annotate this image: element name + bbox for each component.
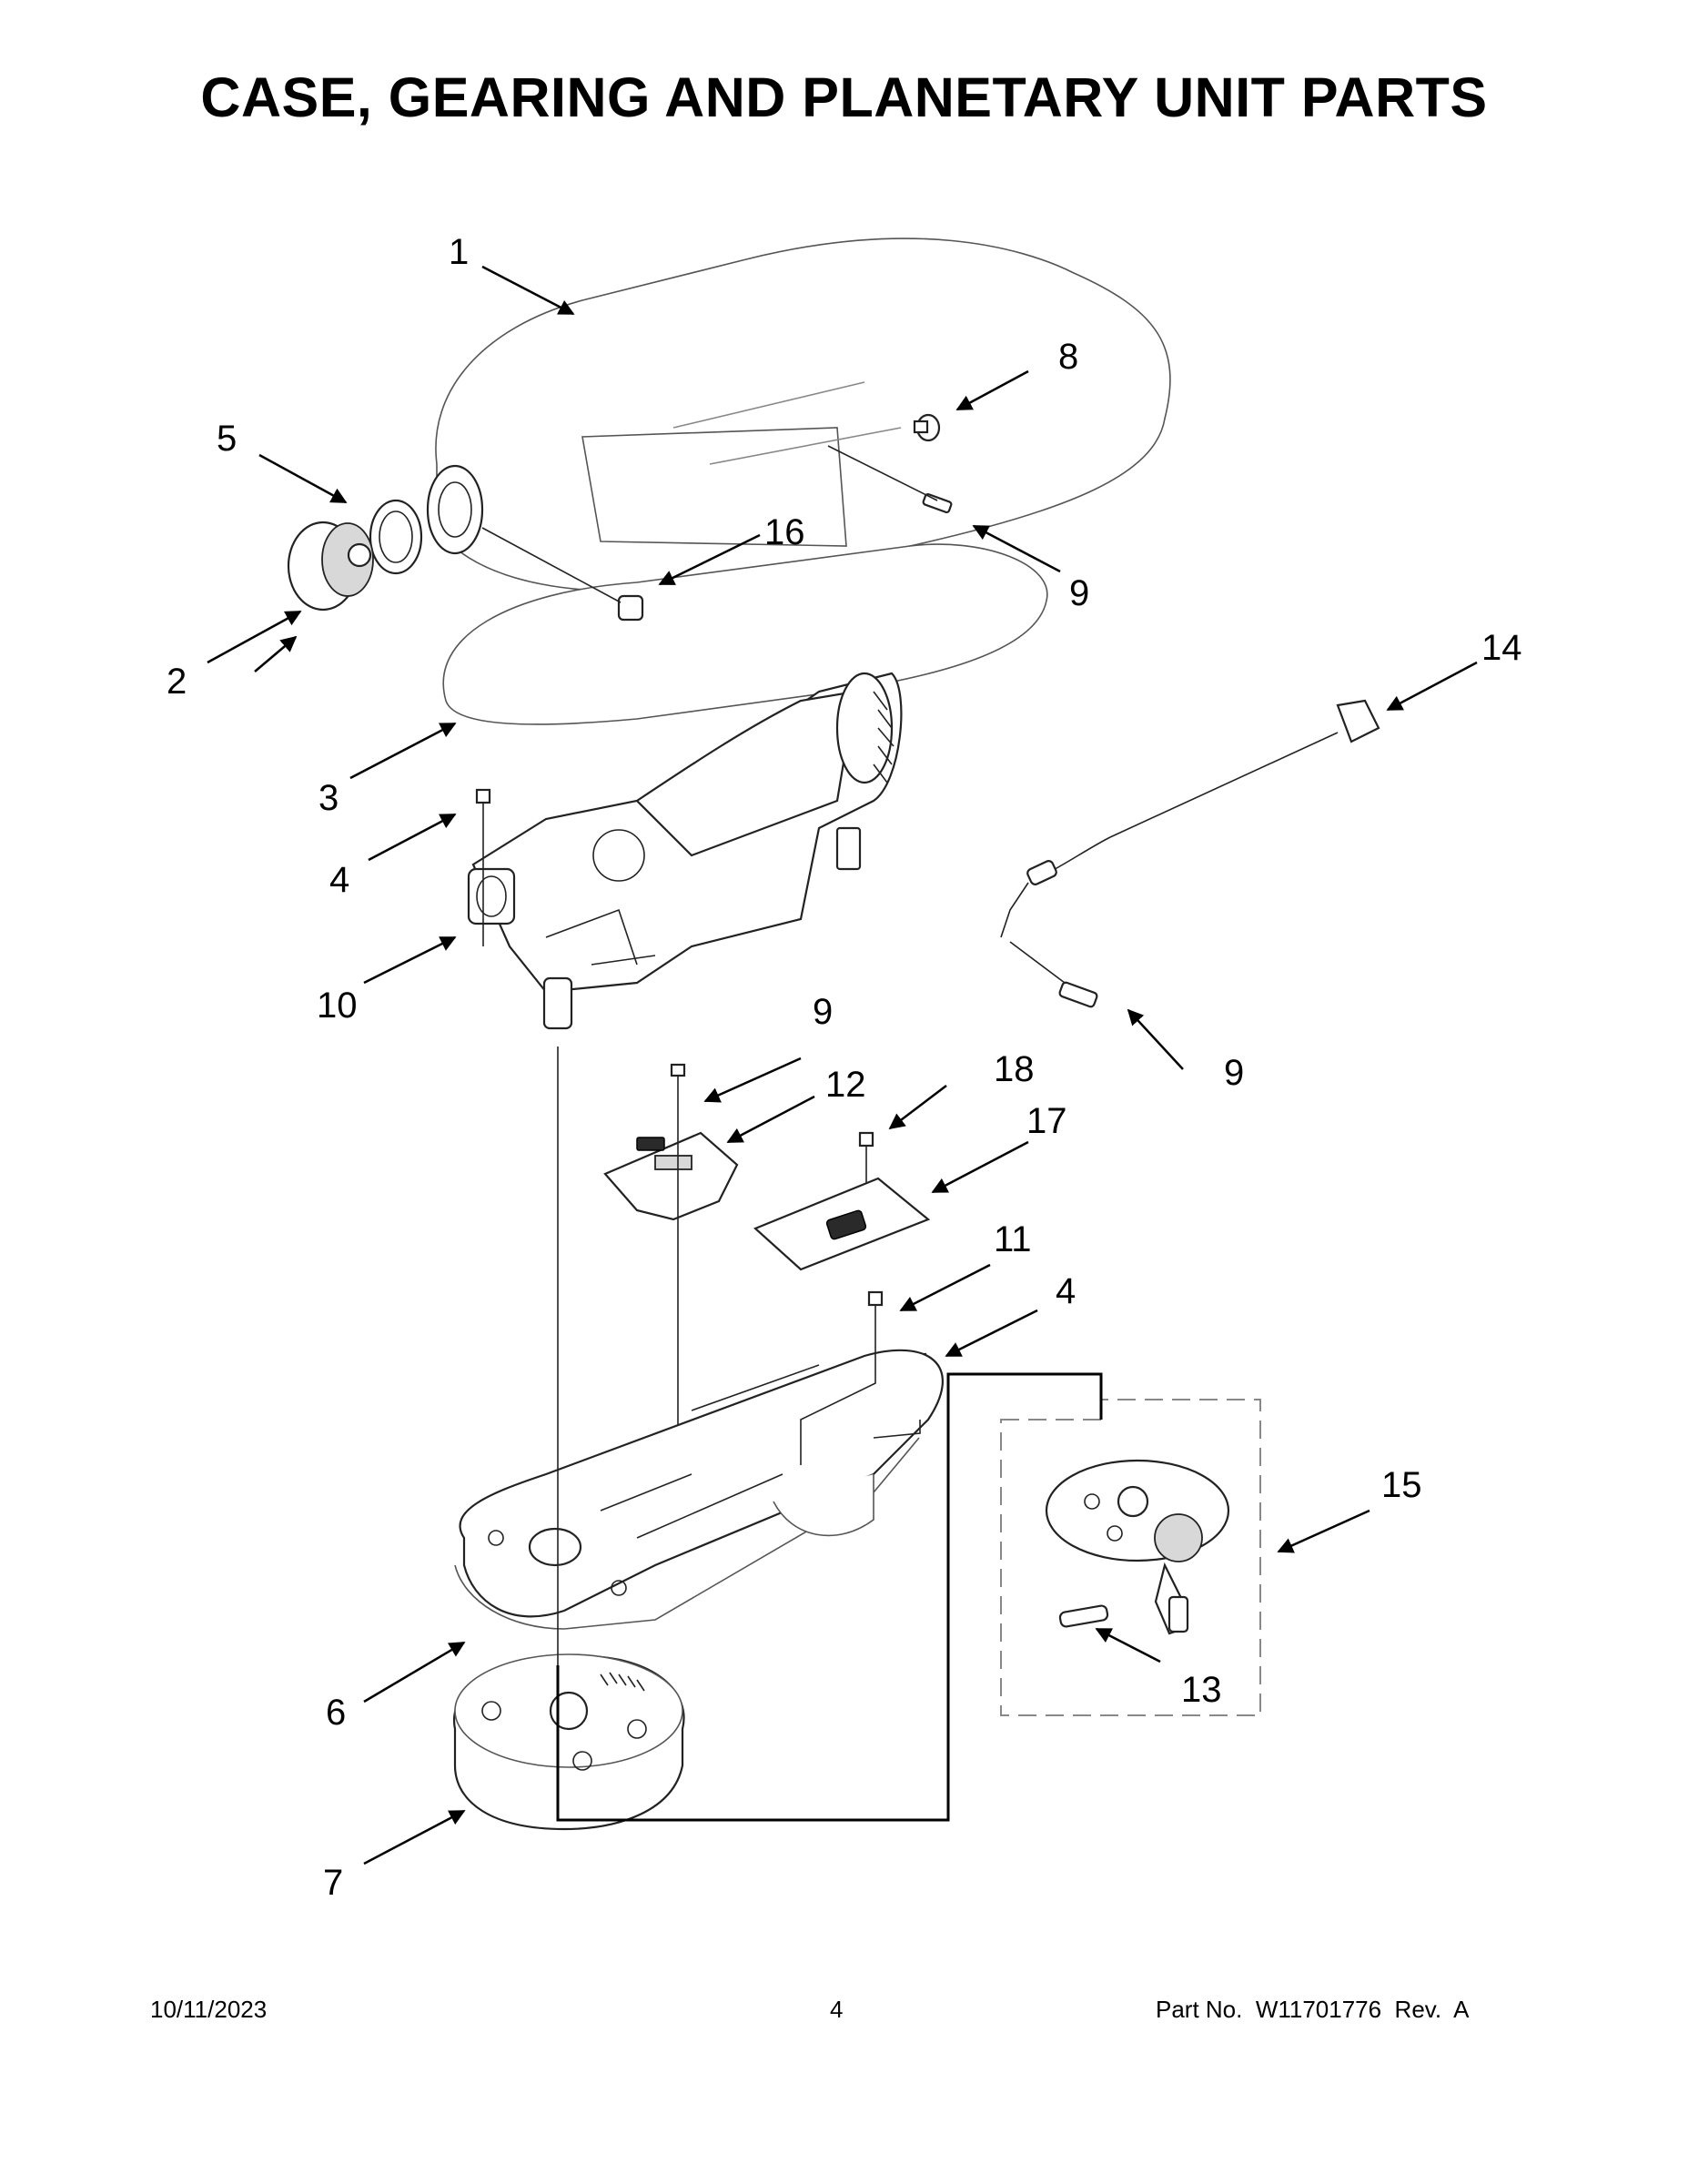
callout-10: 10 xyxy=(317,986,358,1026)
screw-4a-part xyxy=(475,788,491,946)
gear-housing-part xyxy=(467,672,903,1030)
callout-8: 8 xyxy=(1058,337,1078,377)
callout-17: 17 xyxy=(1026,1101,1067,1141)
callout-9b: 9 xyxy=(813,992,833,1032)
callout-6: 6 xyxy=(326,1693,346,1733)
callout-7: 7 xyxy=(323,1863,343,1903)
pin-13-part xyxy=(1058,1604,1109,1628)
callout-4b: 4 xyxy=(1056,1271,1076,1311)
callout-9c: 9 xyxy=(1224,1053,1244,1093)
hinge-knob-part xyxy=(287,521,374,612)
assembly-lines xyxy=(556,1046,1103,1822)
head-case-part xyxy=(426,238,1171,725)
power-cord-part xyxy=(1000,699,1380,1008)
footer-date: 10/11/2023 xyxy=(150,1996,268,2023)
callout-labels: 1 2 3 4 5 6 7 8 9 9 9 10 11 12 13 14 15 … xyxy=(167,232,1522,1903)
switch-plate-part xyxy=(753,1177,931,1271)
page-title: CASE, GEARING AND PLANETARY UNIT PARTS xyxy=(200,66,1488,128)
callout-5: 5 xyxy=(217,419,237,459)
trim-band-part xyxy=(369,499,423,575)
screw-8-part xyxy=(913,413,941,442)
callout-15: 15 xyxy=(1381,1465,1422,1505)
control-board-part xyxy=(603,1063,739,1474)
callout-2: 2 xyxy=(167,662,187,702)
callout-11: 11 xyxy=(994,1219,1032,1259)
planetary-unit-part xyxy=(452,1653,685,1831)
callout-arrows xyxy=(207,265,1478,1866)
screw-9a-part xyxy=(827,445,953,514)
callout-13: 13 xyxy=(1181,1670,1222,1710)
callout-4a: 4 xyxy=(329,860,349,900)
callout-16: 16 xyxy=(764,512,805,552)
screw-16-part xyxy=(481,527,644,622)
pedestal-base-part xyxy=(454,1349,944,1630)
footer-page-number: 4 xyxy=(830,1996,844,2023)
planetary-assembly-part xyxy=(1000,1399,1261,1716)
screw-11-part xyxy=(867,1290,884,1347)
callout-18: 18 xyxy=(994,1049,1035,1089)
callout-14: 14 xyxy=(1481,628,1522,668)
callout-3: 3 xyxy=(318,778,339,818)
callout-1: 1 xyxy=(449,232,469,272)
footer-part-number: Part No. W11701776 Rev. A xyxy=(1156,1996,1470,2023)
callout-9a: 9 xyxy=(1069,573,1089,613)
callout-12: 12 xyxy=(825,1065,866,1105)
screw-18-part xyxy=(858,1131,874,1183)
